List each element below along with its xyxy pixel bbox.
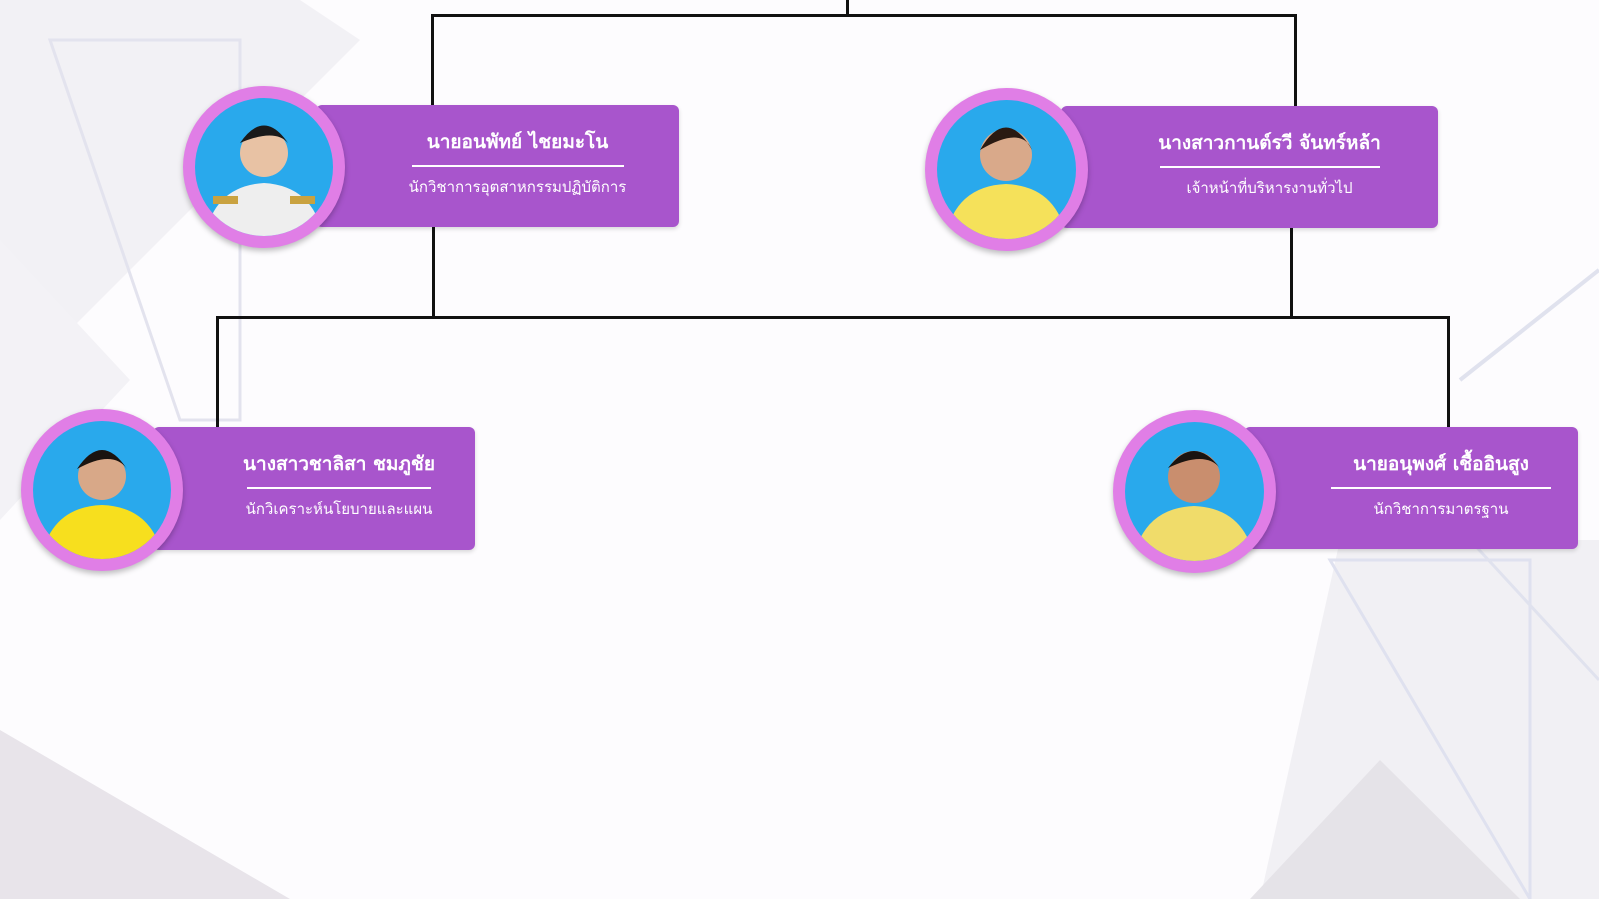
connector-left-upper (431, 14, 434, 106)
divider (1331, 487, 1551, 489)
member-avatar (1113, 410, 1276, 573)
member-avatar (183, 86, 345, 248)
member-position: นักวิชาการมาตรฐาน (1373, 500, 1509, 518)
divider (247, 487, 431, 489)
person-photo-icon (1125, 422, 1264, 561)
member-name: นายอนุพงศ์ เชื้ออินสูง (1353, 453, 1529, 475)
divider (411, 165, 624, 167)
member-name: นางสาวชาลิสา ชมภูชัย (243, 453, 435, 475)
member-card: นายอนพัทย์ ไชยมะโน นักวิชาการอุตสาหกรรมป… (316, 105, 679, 227)
member-name: นางสาวกานต์รวี จันทร์หล้า (1158, 132, 1381, 154)
connector-right-lower (1290, 227, 1293, 319)
connector-left-lower (432, 226, 435, 319)
connector-bottom-left (216, 316, 219, 428)
divider (1159, 166, 1380, 168)
member-avatar (21, 409, 183, 571)
member-position: เจ้าหน้าที่บริหารงานทั่วไป (1186, 179, 1353, 197)
connector-bottom-right (1447, 316, 1450, 428)
connector-top-stem (846, 0, 849, 16)
person-photo-icon (195, 98, 333, 236)
person-photo-icon (937, 100, 1076, 239)
member-position: นักวิชาการอุตสาหกรรมปฏิบัติการ (408, 178, 627, 196)
person-photo-icon (33, 421, 171, 559)
member-position: นักวิเคราะห์นโยบายและแผน (245, 500, 433, 518)
member-card: นางสาวกานต์รวี จันทร์หล้า เจ้าหน้าที่บริ… (1061, 106, 1438, 228)
member-card: นายอนุพงศ์ เชื้ออินสูง นักวิชาการมาตรฐาน (1244, 427, 1578, 549)
connector-top-horizontal (431, 14, 1297, 17)
connector-middle-horizontal (216, 316, 1450, 319)
connector-right-upper (1294, 14, 1297, 107)
member-card: นางสาวชาลิสา ชมภูชัย นักวิเคราะห์นโยบายแ… (153, 427, 475, 550)
member-name: นายอนพัทย์ ไชยมะโน (426, 131, 609, 153)
member-avatar (925, 88, 1088, 251)
